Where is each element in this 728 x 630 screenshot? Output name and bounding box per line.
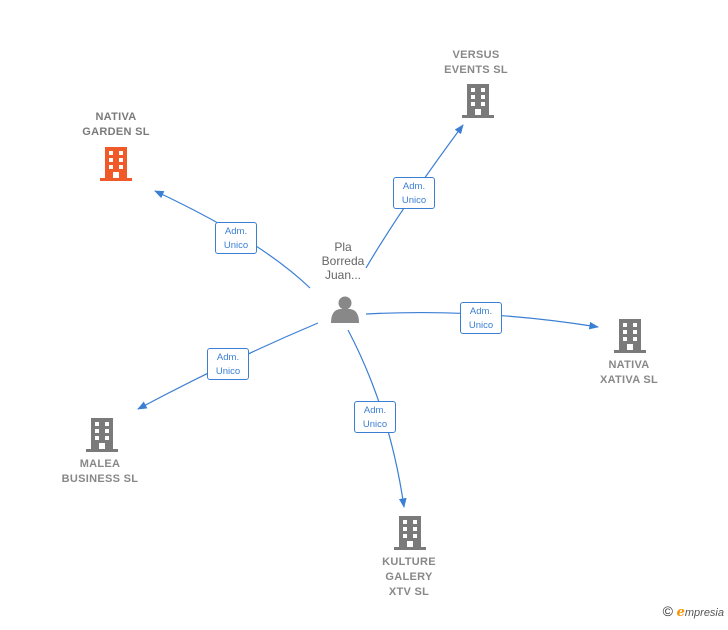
company-label-malea-business[interactable]: MALEA BUSINESS SL	[61, 458, 139, 485]
building-icon-nativa-garden[interactable]	[100, 147, 132, 181]
brand-logo-text: mpresia	[684, 607, 724, 619]
role-box-nativa-garden[interactable]: Adm. Unico	[215, 222, 257, 254]
building-icon-nativa-xativa[interactable]	[614, 319, 646, 353]
role-box-versus-events[interactable]: Adm. Unico	[393, 177, 435, 209]
copyright-symbol: ©	[662, 603, 673, 619]
company-label-kulture-galery[interactable]: KULTURE GALERY XTV SL	[382, 556, 436, 598]
building-icon-kulture-galery[interactable]	[394, 516, 426, 550]
building-icon-malea-business[interactable]	[86, 418, 118, 452]
company-label-versus-events[interactable]: VERSUS EVENTS SL	[444, 49, 508, 76]
person-icon[interactable]	[331, 296, 359, 324]
person-name-label[interactable]: Pla Borreda Juan...	[321, 240, 365, 282]
company-label-nativa-xativa[interactable]: NATIVA XATIVA SL	[599, 359, 659, 386]
role-box-malea-business[interactable]: Adm. Unico	[207, 348, 249, 380]
footer-brand: © empresia	[663, 603, 724, 620]
company-label-nativa-garden[interactable]: NATIVA GARDEN SL	[82, 111, 150, 138]
brand-logo-initial: e	[676, 605, 685, 620]
role-box-kulture-galery[interactable]: Adm. Unico	[354, 401, 396, 433]
building-icon-versus-events[interactable]	[462, 84, 494, 118]
role-box-nativa-xativa[interactable]: Adm. Unico	[460, 302, 502, 334]
